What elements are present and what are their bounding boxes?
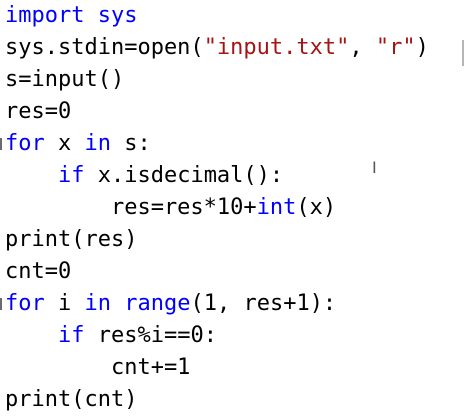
code-token — [111, 291, 124, 316]
code-line[interactable]: s=input() — [5, 64, 124, 96]
code-line[interactable]: cnt+=1 — [5, 352, 190, 384]
code-token: s=input() — [5, 67, 125, 92]
code-line[interactable]: for x in s: — [5, 128, 151, 160]
code-line[interactable]: cnt=0 — [5, 256, 71, 288]
keyword-token: int — [256, 195, 297, 220]
code-token: s: — [111, 131, 151, 156]
code-line[interactable]: import sys — [5, 0, 137, 32]
code-token: i — [44, 291, 85, 316]
code-line[interactable]: if x.isdecimal(): — [5, 160, 283, 192]
code-line[interactable]: sys.stdin=open("input.txt", "r") — [5, 32, 429, 64]
code-line[interactable]: res=0 — [5, 96, 71, 128]
fold-marker — [0, 138, 2, 150]
code-token — [5, 163, 58, 188]
keyword-token: in — [84, 291, 112, 316]
fold-marker — [0, 298, 2, 310]
code-token: print(res) — [5, 227, 138, 252]
keyword-token: in — [84, 131, 112, 156]
keyword-token: for — [5, 291, 45, 316]
code-token: (1, res+1): — [190, 291, 337, 316]
code-token: (x) — [296, 195, 337, 220]
code-token: print(cnt) — [5, 387, 138, 412]
code-token: res=0 — [5, 99, 72, 124]
code-token: x.isdecimal(): — [84, 163, 284, 188]
keyword-token: import sys — [5, 3, 138, 28]
code-line[interactable]: if res%i==0: — [5, 320, 217, 352]
code-token: res=res*10+ — [5, 195, 257, 220]
code-line[interactable]: print(res) — [5, 224, 137, 256]
code-token: ) — [415, 35, 429, 60]
code-token: res%i==0: — [84, 323, 217, 348]
scroll-indicator — [462, 40, 464, 66]
code-token — [5, 323, 58, 348]
code-line[interactable]: print(cnt) — [5, 384, 137, 416]
code-token: , — [349, 35, 376, 60]
string-token: "input.txt" — [203, 35, 350, 60]
code-token: x — [44, 131, 85, 156]
string-token: "r" — [375, 35, 416, 60]
keyword-token: if — [57, 323, 85, 348]
keyword-token: for — [5, 131, 45, 156]
text-cursor-icon: I — [372, 158, 377, 177]
code-line[interactable]: res=res*10+int(x) — [5, 192, 336, 224]
code-token: sys.stdin=open( — [5, 35, 204, 60]
keyword-token: if — [57, 163, 85, 188]
code-token: cnt=0 — [5, 259, 72, 284]
code-line[interactable]: for i in range(1, res+1): — [5, 288, 336, 320]
code-token: cnt+=1 — [5, 355, 191, 380]
keyword-token: range — [124, 291, 191, 316]
